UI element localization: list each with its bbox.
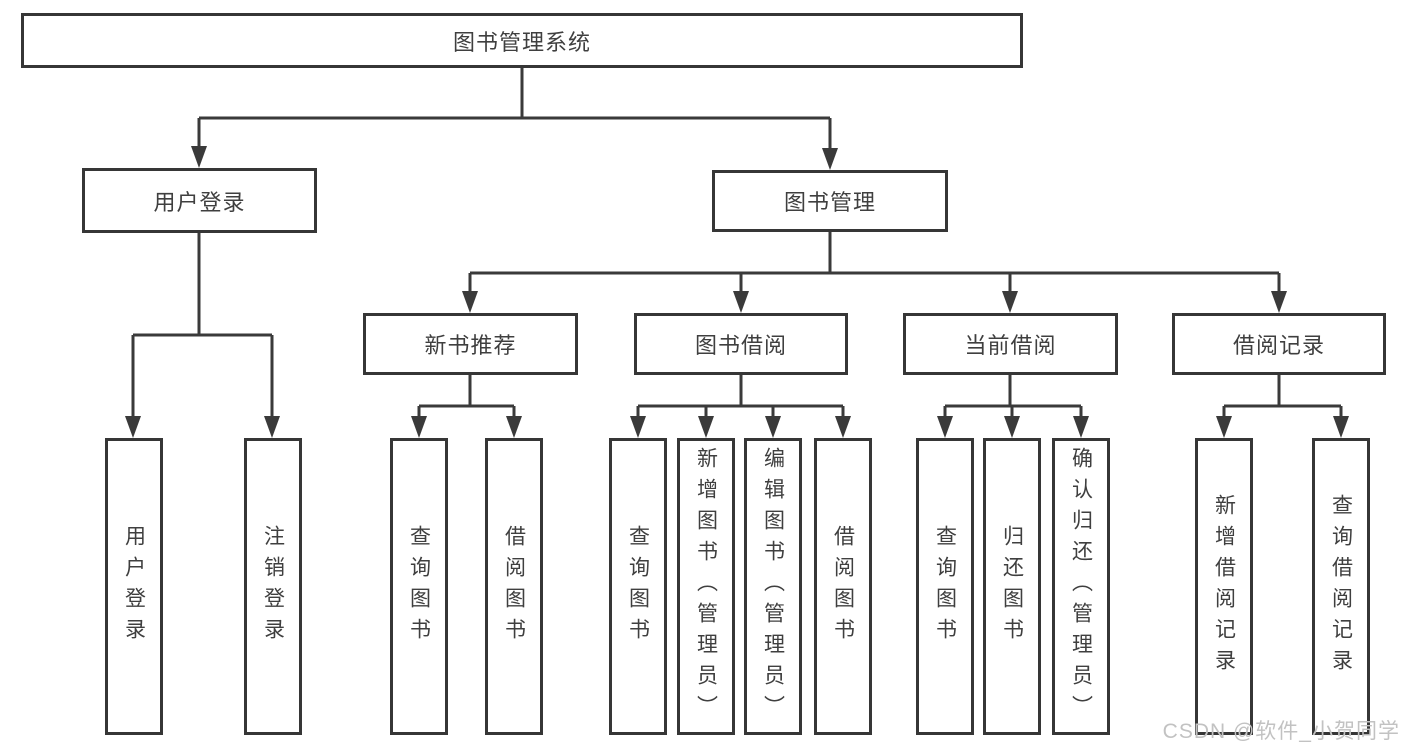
leaf-edit-book-admin: 编辑图书（管理员） — [744, 438, 802, 735]
node-label: 确认归还（管理员） — [1069, 447, 1093, 726]
node-user-login: 用户登录 — [82, 168, 317, 233]
leaf-confirm-return-admin: 确认归还（管理员） — [1052, 438, 1110, 735]
leaf-logout-login: 注销登录 — [244, 438, 302, 735]
node-label: 新增借阅记录 — [1212, 493, 1236, 680]
leaf-add-borrow-record: 新增借阅记录 — [1195, 438, 1253, 735]
node-label: 归还图书 — [1000, 524, 1024, 649]
node-label: 查询图书 — [407, 524, 431, 649]
node-current-borrow: 当前借阅 — [903, 313, 1118, 375]
leaf-query-borrow-record: 查询借阅记录 — [1312, 438, 1370, 735]
node-label: 查询图书 — [933, 524, 957, 649]
node-label: 编辑图书（管理员） — [761, 447, 785, 726]
node-label: 当前借阅 — [964, 333, 1057, 358]
node-label: 图书管理 — [783, 190, 876, 215]
node-label: 借阅图书 — [502, 524, 526, 649]
csdn-watermark: CSDN @软件_小贺同学 — [1162, 720, 1400, 743]
leaf-query-books-recommend: 查询图书 — [390, 438, 448, 735]
connector-borrow-records-to-leaves — [1216, 375, 1349, 438]
leaf-borrow-books-recommend: 借阅图书 — [485, 438, 543, 735]
node-label: 查询图书 — [626, 524, 650, 649]
node-label: 新书推荐 — [424, 333, 517, 358]
node-label: 借阅图书 — [831, 524, 855, 649]
root-node-library-system: 图书管理系统 — [21, 13, 1023, 68]
leaf-borrow-books-2: 借阅图书 — [814, 438, 872, 735]
node-label: 用户登录 — [122, 524, 146, 649]
connector-root-to-level2 — [191, 68, 838, 170]
node-label: 查询借阅记录 — [1329, 493, 1353, 680]
leaf-user-login: 用户登录 — [105, 438, 163, 735]
leaf-add-book-admin: 新增图书（管理员） — [677, 438, 735, 735]
node-book-borrow: 图书借阅 — [634, 313, 848, 375]
node-label: 借阅记录 — [1232, 333, 1325, 358]
connector-new-book-recommend-to-leaves — [411, 375, 522, 438]
connector-user-login-to-leaves — [125, 233, 280, 438]
node-label: 用户登录 — [153, 189, 246, 215]
node-label: 图书管理系统 — [452, 29, 591, 55]
node-new-book-recommend: 新书推荐 — [363, 313, 578, 375]
leaf-query-books-borrow: 查询图书 — [609, 438, 667, 735]
connector-current-borrow-to-leaves — [937, 375, 1089, 438]
connector-book-management-to-level3 — [462, 232, 1287, 313]
connector-book-borrow-to-leaves — [630, 375, 851, 438]
node-label: 新增图书（管理员） — [694, 447, 718, 726]
node-label: 注销登录 — [261, 524, 285, 649]
node-book-management: 图书管理 — [712, 170, 948, 232]
node-borrow-records: 借阅记录 — [1172, 313, 1386, 375]
leaf-query-books-current: 查询图书 — [916, 438, 974, 735]
leaf-return-book: 归还图书 — [983, 438, 1041, 735]
node-label: 图书借阅 — [694, 333, 787, 358]
